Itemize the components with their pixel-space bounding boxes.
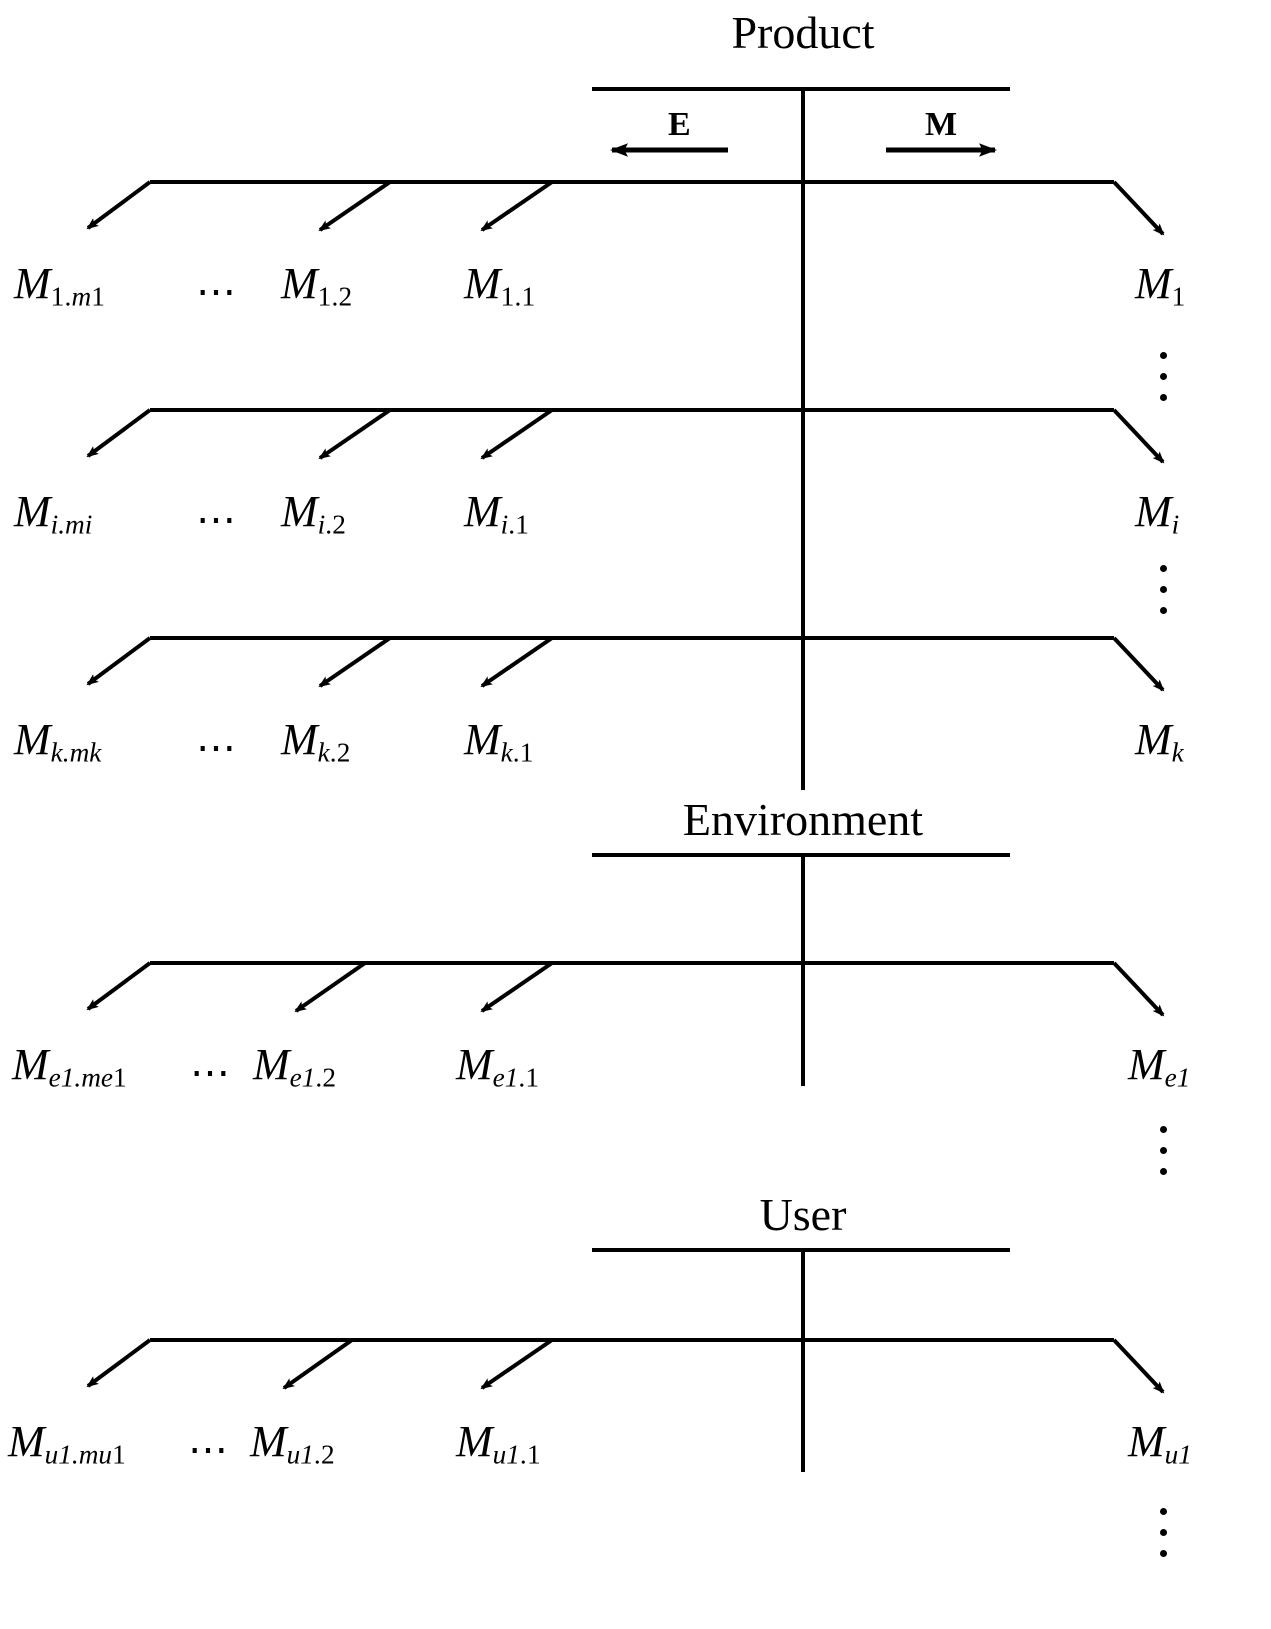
flow-label-m: M	[925, 106, 958, 143]
node-m1-1: M1.1	[464, 262, 535, 311]
vertical-ellipsis-after-m1	[1160, 352, 1168, 401]
section-title-product: Product	[731, 7, 875, 58]
node-mi-mi: Mi.mi	[14, 490, 92, 539]
node-subscript: 1.2	[317, 281, 353, 312]
node-subscript-italic: i	[1171, 509, 1180, 540]
node-subscript-italic: k	[317, 737, 330, 768]
row-e1-ellipsis: ⋯	[190, 1050, 232, 1095]
node-mu1-2: Mu1.2	[250, 1420, 335, 1469]
node-subscript-italic: u1.mu	[44, 1439, 113, 1470]
node-subscript: 1.	[50, 281, 72, 312]
node-base: M	[456, 1040, 493, 1089]
node-subscript: 1.1	[500, 281, 536, 312]
node-subscript-italic: e1	[492, 1062, 519, 1093]
node-m1: M1	[1135, 262, 1186, 311]
node-subscript-italic: e1.me	[48, 1062, 113, 1093]
node-subscript-italic: k.mk	[50, 737, 102, 768]
node-subscript-italic: e1	[289, 1062, 316, 1093]
node-base: M	[1135, 715, 1172, 764]
node-m1-m1: M1.m1	[14, 262, 105, 311]
node-subscript: .1	[518, 1062, 540, 1093]
node-subscript-italic: u1	[492, 1439, 520, 1470]
node-subscript-italic: u1	[286, 1439, 314, 1470]
section-title-user: User	[759, 1189, 847, 1240]
node-subscript-italic: e1	[1164, 1062, 1191, 1093]
node-mi-1: Mi.1	[464, 490, 529, 539]
node-base: M	[14, 715, 51, 764]
node-subscript: .1	[508, 509, 530, 540]
product-row-i-branch	[86, 408, 1165, 464]
node-me1: Me1	[1128, 1043, 1190, 1092]
node-base: M	[14, 259, 51, 308]
node-mu1: Mu1	[1128, 1420, 1192, 1469]
node-subscript-tail: 1	[112, 1439, 126, 1470]
node-me1-me1: Me1.me1	[12, 1043, 127, 1092]
row-u1-ellipsis: ⋯	[188, 1427, 230, 1472]
node-base: M	[1135, 487, 1172, 536]
node-base: M	[1128, 1417, 1165, 1466]
node-subscript: .1	[512, 737, 534, 768]
node-subscript-tail: 1	[91, 281, 106, 312]
node-base: M	[464, 259, 501, 308]
row-1-ellipsis: ⋯	[196, 269, 238, 314]
node-mk: Mk	[1135, 718, 1184, 767]
vertical-ellipsis-after-mi	[1160, 565, 1168, 614]
node-m1-2: M1.2	[281, 262, 352, 311]
node-base: M	[14, 487, 51, 536]
node-subscript-italic: k	[500, 737, 513, 768]
node-subscript-italic: k	[1171, 737, 1184, 768]
node-base: M	[12, 1040, 49, 1089]
node-subscript-italic: m	[71, 281, 92, 312]
section-title-environment: Environment	[682, 794, 924, 845]
user-row-u1-branch	[86, 1338, 1165, 1394]
node-subscript: .2	[329, 737, 351, 768]
node-base: M	[281, 715, 318, 764]
node-mk-2: Mk.2	[281, 718, 351, 767]
node-subscript-italic: i.mi	[50, 509, 93, 540]
node-base: M	[8, 1417, 45, 1466]
product-row-1-branch	[86, 180, 1165, 236]
node-base: M	[253, 1040, 290, 1089]
environment-row-e1-branch	[86, 961, 1165, 1017]
vertical-ellipsis-after-mu1	[1160, 1508, 1168, 1557]
row-k-ellipsis: ⋯	[196, 725, 238, 770]
node-subscript-italic: u1	[1164, 1439, 1192, 1470]
node-base: M	[464, 715, 501, 764]
vertical-ellipsis-after-me1	[1160, 1126, 1168, 1175]
node-base: M	[250, 1417, 287, 1466]
node-subscript: 1	[1171, 281, 1186, 312]
node-me1-2: Me1.2	[253, 1043, 336, 1092]
node-subscript-italic: i	[317, 509, 326, 540]
node-base: M	[281, 259, 318, 308]
node-mk-mk: Mk.mk	[14, 718, 101, 767]
node-base: M	[281, 487, 318, 536]
product-row-k-branch	[86, 636, 1165, 692]
node-subscript-tail: 1	[113, 1062, 127, 1093]
node-subscript: .2	[315, 1062, 337, 1093]
node-subscript: .2	[313, 1439, 335, 1470]
flow-label-e: E	[668, 106, 691, 143]
node-mu1-1: Mu1.1	[456, 1420, 541, 1469]
node-mk-1: Mk.1	[464, 718, 534, 767]
node-subscript-italic: i	[500, 509, 509, 540]
node-me1-1: Me1.1	[456, 1043, 539, 1092]
row-i-ellipsis: ⋯	[196, 497, 238, 542]
node-base: M	[456, 1417, 493, 1466]
node-subscript: .1	[519, 1439, 541, 1470]
node-base: M	[1128, 1040, 1165, 1089]
node-subscript: .2	[325, 509, 347, 540]
node-mu1-mu1: Mu1.mu1	[8, 1420, 126, 1469]
node-mi: Mi	[1135, 490, 1179, 539]
node-base: M	[1135, 259, 1172, 308]
node-base: M	[464, 487, 501, 536]
node-mi-2: Mi.2	[281, 490, 346, 539]
